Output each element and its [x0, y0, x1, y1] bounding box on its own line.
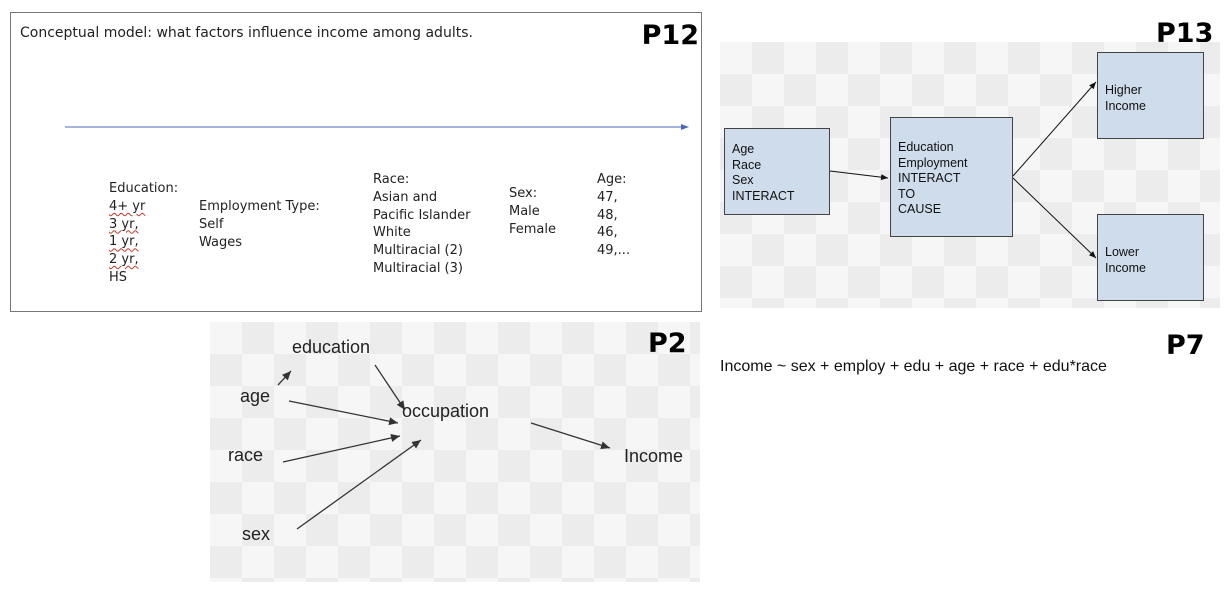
p13-arrows	[829, 81, 1097, 259]
p12-education-column: Education: 4+ yr 3 yr, 1 yr, 2 yr, HS	[109, 180, 178, 287]
p12-employment-item: Self	[199, 216, 224, 232]
p2-node-race: race	[228, 445, 264, 465]
p13-arrow-left-to-middle	[829, 170, 889, 181]
p2-arrow-age-occupation	[288, 400, 399, 426]
p13-box-education-employment: Education Employment INTERACT TO CAUSE	[890, 117, 1013, 237]
p2-arrow-race-occupation	[282, 434, 401, 463]
p7-tag: P7	[1166, 330, 1205, 361]
p12-tag: P12	[641, 20, 699, 51]
p2-arrow-occupation-income	[530, 422, 611, 450]
p13-arrow-to-lower	[1012, 177, 1097, 259]
p13-box-line: Age	[732, 142, 755, 156]
p12-arrow	[65, 124, 689, 130]
p2-arrow-age-education	[277, 370, 292, 386]
p12-race-header: Race:	[373, 172, 410, 187]
p2-arrows	[277, 364, 611, 530]
p12-age-item: 48,	[597, 207, 618, 223]
p13-box-lower-income: Lower Income	[1097, 214, 1204, 301]
p13-box-line: Lower	[1105, 245, 1140, 259]
p12-age-item: 49,...	[597, 243, 631, 259]
p12-education-item: 1 yr,	[109, 234, 139, 250]
p2-tag: P2	[648, 328, 687, 359]
p2-arrow-sex-occupation	[296, 439, 422, 530]
p12-race-item: Multiracial (2)	[373, 243, 463, 259]
p12-education-item: 3 yr,	[109, 216, 139, 232]
p2-node-age: age	[240, 386, 271, 406]
p12-sex-column: Sex: Male Female	[509, 185, 556, 238]
p13-box-line: TO	[898, 186, 916, 201]
p2-arrow-education-occupation	[374, 364, 406, 411]
p12-race-item: Asian and	[373, 189, 438, 205]
p2-node-sex: sex	[242, 524, 271, 544]
panel-p2: education age race sex occupation Income…	[210, 322, 700, 582]
p12-employment-column: Employment Type: Self Wages	[199, 198, 320, 251]
p12-race-item: White	[373, 225, 411, 241]
p13-box-line: CAUSE	[898, 202, 942, 216]
p12-age-item: 47,	[597, 189, 618, 205]
p13-box-line: Higher	[1105, 83, 1142, 97]
p12-race-item: Pacific Islander	[373, 207, 471, 223]
p12-age-header: Age:	[597, 172, 627, 187]
p12-education-item: 2 yr,	[109, 252, 139, 268]
p13-box-line: Income	[1105, 260, 1146, 275]
p12-education-item: 4+ yr	[109, 198, 146, 214]
panel-p12: Conceptual model: what factors influence…	[10, 12, 702, 312]
p13-box-line: INTERACT	[732, 188, 795, 203]
p2-node-occupation: occupation	[402, 401, 490, 421]
p12-sex-item: Male	[509, 203, 540, 219]
p13-box-line: Education	[898, 140, 954, 154]
p13-box-line: Income	[1105, 98, 1146, 113]
p13-box-line: INTERACT	[898, 171, 961, 185]
p12-age-item: 46,	[597, 225, 618, 241]
panel-p13: Age Race Sex INTERACT Education Employme…	[720, 42, 1220, 308]
p13-box-demographics: Age Race Sex INTERACT	[724, 128, 830, 215]
p12-title: Conceptual model: what factors influence…	[20, 25, 473, 41]
p13-box-line: Sex	[732, 173, 754, 187]
p2-node-income: Income	[624, 446, 684, 466]
p12-employment-item: Wages	[199, 234, 243, 250]
p13-box-line: Race	[732, 157, 762, 172]
p7-formula: Income ~ sex + employ + edu + age + race…	[720, 358, 1107, 375]
p13-arrow-to-higher	[1012, 81, 1097, 177]
p12-age-column: Age: 47, 48, 46, 49,...	[597, 171, 630, 260]
p12-employment-header: Employment Type:	[199, 199, 320, 214]
p12-sex-item: Female	[509, 221, 557, 237]
p2-node-education: education	[292, 337, 371, 357]
p12-education-header: Education:	[109, 181, 179, 196]
p13-box-higher-income: Higher Income	[1097, 52, 1204, 139]
p12-sex-header: Sex:	[509, 186, 538, 201]
p12-race-column: Race: Asian and Pacific Islander White M…	[373, 171, 470, 278]
p12-education-item: HS	[109, 269, 128, 285]
p12-race-item: Multiracial (3)	[373, 260, 463, 276]
p13-box-line: Employment	[898, 155, 968, 170]
